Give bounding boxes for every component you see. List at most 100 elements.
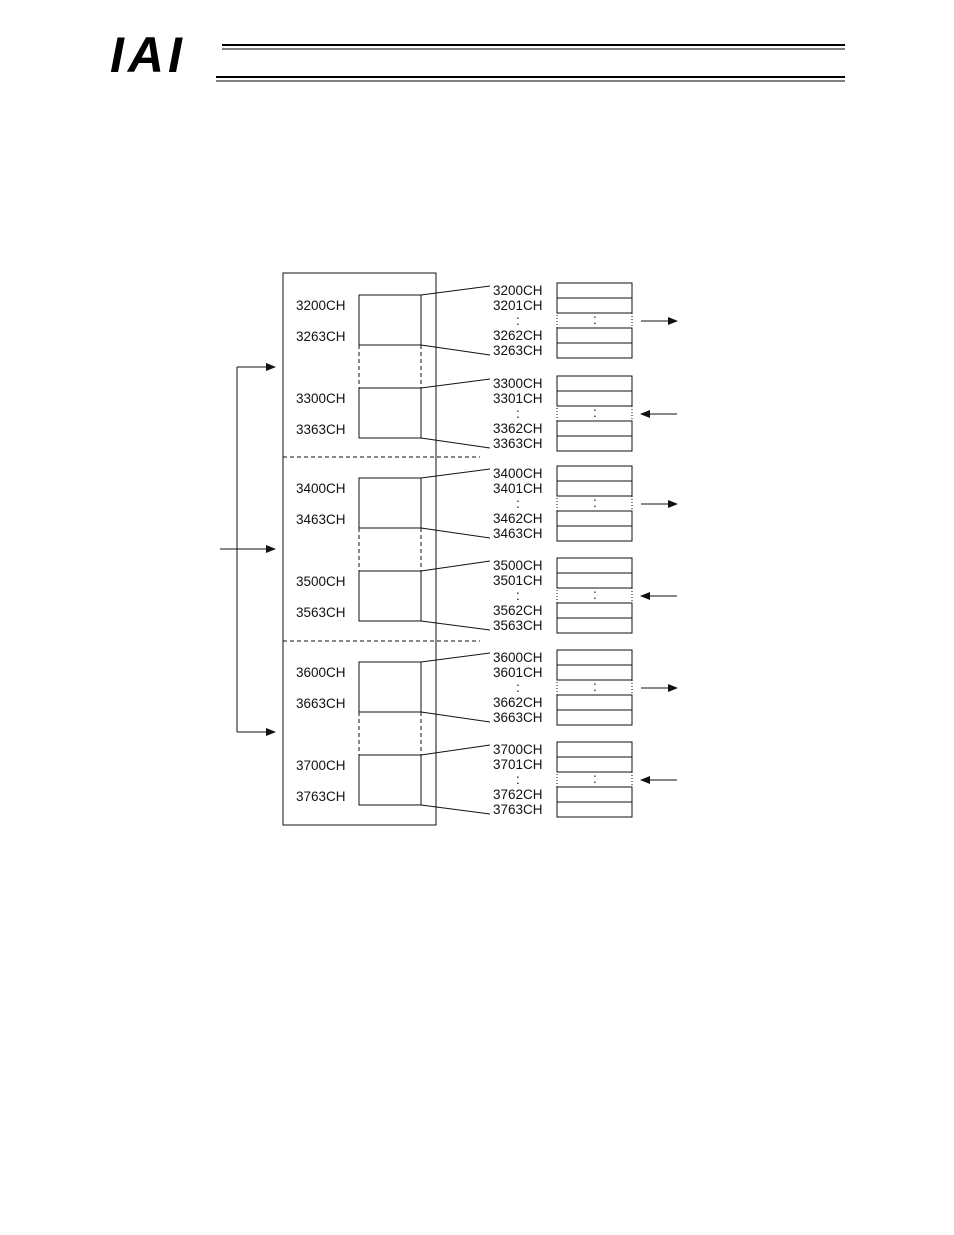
register-ellipsis: : bbox=[593, 771, 597, 786]
right-channel-label: 3363CH bbox=[493, 436, 543, 451]
register-row bbox=[556, 435, 633, 452]
right-channel-label: 3500CH bbox=[493, 558, 543, 573]
register-row bbox=[556, 572, 633, 589]
connector-top bbox=[420, 560, 491, 572]
register-row bbox=[556, 602, 633, 619]
connector-top bbox=[420, 285, 491, 296]
connector-bottom bbox=[420, 620, 491, 631]
bracket-arrows bbox=[220, 363, 276, 736]
iai-logo: IAI bbox=[110, 27, 186, 83]
register-row bbox=[556, 617, 633, 634]
left-block-last-label: 3463CH bbox=[296, 512, 346, 527]
left-channel-block: 3600CH 3663CH bbox=[296, 661, 422, 755]
register-row bbox=[556, 420, 633, 437]
register-row bbox=[556, 525, 633, 542]
register-row bbox=[556, 664, 633, 681]
register-row bbox=[556, 390, 633, 407]
register-row bbox=[556, 297, 633, 314]
register-row bbox=[556, 741, 633, 758]
left-block-box bbox=[358, 570, 422, 622]
connector-top bbox=[420, 744, 491, 756]
left-block-last-label: 3263CH bbox=[296, 329, 346, 344]
connector-bottom bbox=[420, 344, 491, 356]
right-channel-label: 3562CH bbox=[493, 603, 543, 618]
register-row bbox=[556, 480, 633, 497]
right-channel-label: 3263CH bbox=[493, 343, 543, 358]
left-block-last-label: 3363CH bbox=[296, 422, 346, 437]
right-channel-label: 3701CH bbox=[493, 757, 543, 772]
right-channel-label: 3262CH bbox=[493, 328, 543, 343]
memory-frame bbox=[282, 272, 437, 826]
right-channel-label: 3300CH bbox=[493, 376, 543, 391]
left-block-box bbox=[358, 661, 422, 713]
left-block-last-label: 3563CH bbox=[296, 605, 346, 620]
left-channel-column: 3200CH 3263CH 3300CH 3363CH 3400CH 3463CH 3500… bbox=[296, 294, 422, 806]
right-channel-label: 3301CH bbox=[493, 391, 543, 406]
right-channel-label: 3663CH bbox=[493, 710, 543, 725]
right-channel-label: 3462CH bbox=[493, 511, 543, 526]
label-ellipsis: : bbox=[516, 772, 520, 787]
connector-top bbox=[420, 378, 491, 389]
connector-bottom bbox=[420, 437, 491, 449]
left-block-last-label: 3763CH bbox=[296, 789, 346, 804]
register-row bbox=[556, 327, 633, 344]
left-block-first-label: 3600CH bbox=[296, 665, 346, 680]
register-ellipsis: : bbox=[593, 312, 597, 327]
register-row bbox=[556, 694, 633, 711]
header-rules bbox=[216, 44, 845, 82]
label-ellipsis: : bbox=[516, 588, 520, 603]
left-block-box bbox=[358, 294, 422, 346]
left-channel-block: 3400CH 3463CH bbox=[296, 477, 422, 571]
connector-bottom bbox=[420, 527, 491, 539]
left-block-box bbox=[358, 477, 422, 529]
left-channel-block: 3700CH 3763CH bbox=[296, 754, 422, 806]
connector-lines bbox=[420, 285, 491, 815]
register-row bbox=[556, 342, 633, 359]
right-channel-label: 3362CH bbox=[493, 421, 543, 436]
right-channel-label: 3400CH bbox=[493, 466, 543, 481]
right-channel-label: 3763CH bbox=[493, 802, 543, 817]
left-block-box bbox=[358, 754, 422, 806]
left-block-first-label: 3300CH bbox=[296, 391, 346, 406]
right-channel-label: 3463CH bbox=[493, 526, 543, 541]
right-channel-label: 3600CH bbox=[493, 650, 543, 665]
left-block-first-label: 3200CH bbox=[296, 298, 346, 313]
right-channel-label: 3501CH bbox=[493, 573, 543, 588]
register-ellipsis: : bbox=[593, 495, 597, 510]
register-row bbox=[556, 282, 633, 299]
left-channel-block: 3200CH 3263CH bbox=[296, 294, 422, 388]
right-channel-label: 3700CH bbox=[493, 742, 543, 757]
register-row bbox=[556, 375, 633, 392]
label-ellipsis: : bbox=[516, 313, 520, 328]
register-row bbox=[556, 709, 633, 726]
right-channel-column: :3200CH3201CH3262CH3263CH::3300CH3301CH3… bbox=[493, 282, 678, 818]
left-block-first-label: 3700CH bbox=[296, 758, 346, 773]
left-block-first-label: 3400CH bbox=[296, 481, 346, 496]
label-ellipsis: : bbox=[516, 680, 520, 695]
left-channel-block: 3300CH 3363CH bbox=[296, 387, 422, 439]
right-channel-label: 3200CH bbox=[493, 283, 543, 298]
connector-top bbox=[420, 468, 491, 479]
right-channel-label: 3201CH bbox=[493, 298, 543, 313]
left-block-box bbox=[358, 387, 422, 439]
connector-bottom bbox=[420, 711, 491, 723]
connector-bottom bbox=[420, 804, 491, 815]
right-channel-label: 3662CH bbox=[493, 695, 543, 710]
register-ellipsis: : bbox=[593, 679, 597, 694]
right-channel-label: 3762CH bbox=[493, 787, 543, 802]
register-row bbox=[556, 649, 633, 666]
right-channel-label: 3601CH bbox=[493, 665, 543, 680]
left-block-last-label: 3663CH bbox=[296, 696, 346, 711]
register-row bbox=[556, 756, 633, 773]
register-row bbox=[556, 801, 633, 818]
label-ellipsis: : bbox=[516, 496, 520, 511]
register-row bbox=[556, 557, 633, 574]
register-row bbox=[556, 786, 633, 803]
connector-top bbox=[420, 652, 491, 663]
